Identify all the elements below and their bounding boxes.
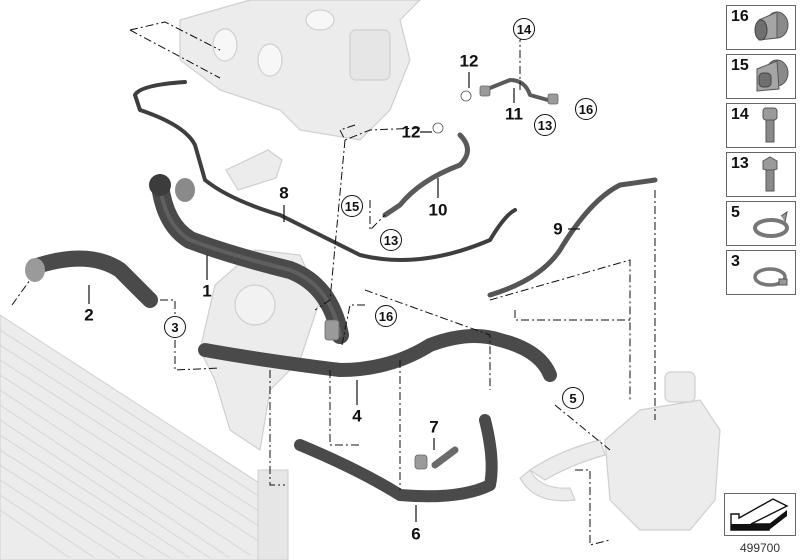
legend-item-5[interactable]: 5	[726, 201, 796, 246]
callout-2[interactable]: 2	[84, 305, 94, 325]
callout-8[interactable]: 8	[279, 183, 289, 203]
hose-6	[294, 414, 498, 503]
callout-12-upper[interactable]: 12	[459, 51, 479, 71]
callout-10[interactable]: 10	[428, 200, 448, 220]
legend-number: 5	[731, 204, 740, 221]
thermostat-housing-ghost	[225, 149, 283, 191]
legend-item-13[interactable]: 13	[726, 152, 796, 197]
legend-item-3[interactable]: 3	[726, 250, 796, 295]
dash-dot-lines	[11, 21, 656, 546]
legend-item-14[interactable]: 14	[726, 103, 796, 148]
pipe-8	[133, 80, 517, 262]
callout-13-lower[interactable]: 13	[380, 229, 402, 251]
connector-7	[431, 446, 459, 469]
callout-1[interactable]: 1	[202, 281, 212, 301]
engine-cylinder-head-ghost	[179, 0, 421, 141]
previous-diagram-button[interactable]	[724, 493, 796, 536]
legend-number: 15	[731, 57, 749, 74]
spring-clamp-icon	[753, 210, 789, 238]
pipe-11	[483, 78, 557, 104]
callout-6[interactable]: 6	[411, 524, 421, 544]
hose-coupling-icon	[754, 11, 789, 41]
hose-2	[32, 250, 158, 308]
legend-number: 3	[731, 253, 740, 270]
callout-9[interactable]: 9	[553, 219, 563, 239]
legend-number: 13	[731, 155, 749, 172]
pipe-9	[487, 177, 658, 298]
callout-7[interactable]: 7	[429, 417, 439, 437]
callout-14[interactable]: 14	[513, 18, 535, 40]
callout-15[interactable]: 15	[341, 195, 363, 217]
legend-item-15[interactable]: 15	[726, 54, 796, 99]
radiator-ghost	[0, 314, 289, 560]
leader-lines	[88, 72, 580, 522]
callout-16-upper[interactable]: 16	[575, 98, 597, 120]
callout-16-lower[interactable]: 16	[375, 305, 397, 327]
callout-12-lower[interactable]: 12	[401, 122, 421, 142]
legend-number: 16	[731, 8, 749, 25]
callout-11[interactable]: 11	[505, 104, 523, 124]
hoses	[25, 78, 658, 503]
callout-5[interactable]: 5	[562, 387, 584, 409]
legend-item-16[interactable]: 16	[726, 5, 796, 50]
arrow-down-left-icon	[730, 498, 789, 531]
callout-13-upper[interactable]: 13	[534, 114, 556, 136]
legend-number: 14	[731, 106, 749, 123]
small-hardware	[324, 85, 559, 470]
hose-4	[198, 329, 557, 382]
expansion-tank-ghost	[519, 371, 721, 531]
water-pump-ghost	[199, 249, 321, 452]
diagram-number: 499700	[739, 541, 781, 555]
pipe-10	[382, 132, 470, 218]
socket-head-bolt-icon	[762, 107, 778, 143]
parts-legend: 16 15 14 13 5 3	[726, 5, 796, 299]
hose-coupling-icon	[756, 59, 789, 92]
callout-3[interactable]: 3	[164, 316, 186, 338]
callout-4[interactable]: 4	[352, 406, 362, 426]
hose-clamp-icon	[753, 267, 788, 287]
hex-bolt-icon	[762, 156, 778, 192]
